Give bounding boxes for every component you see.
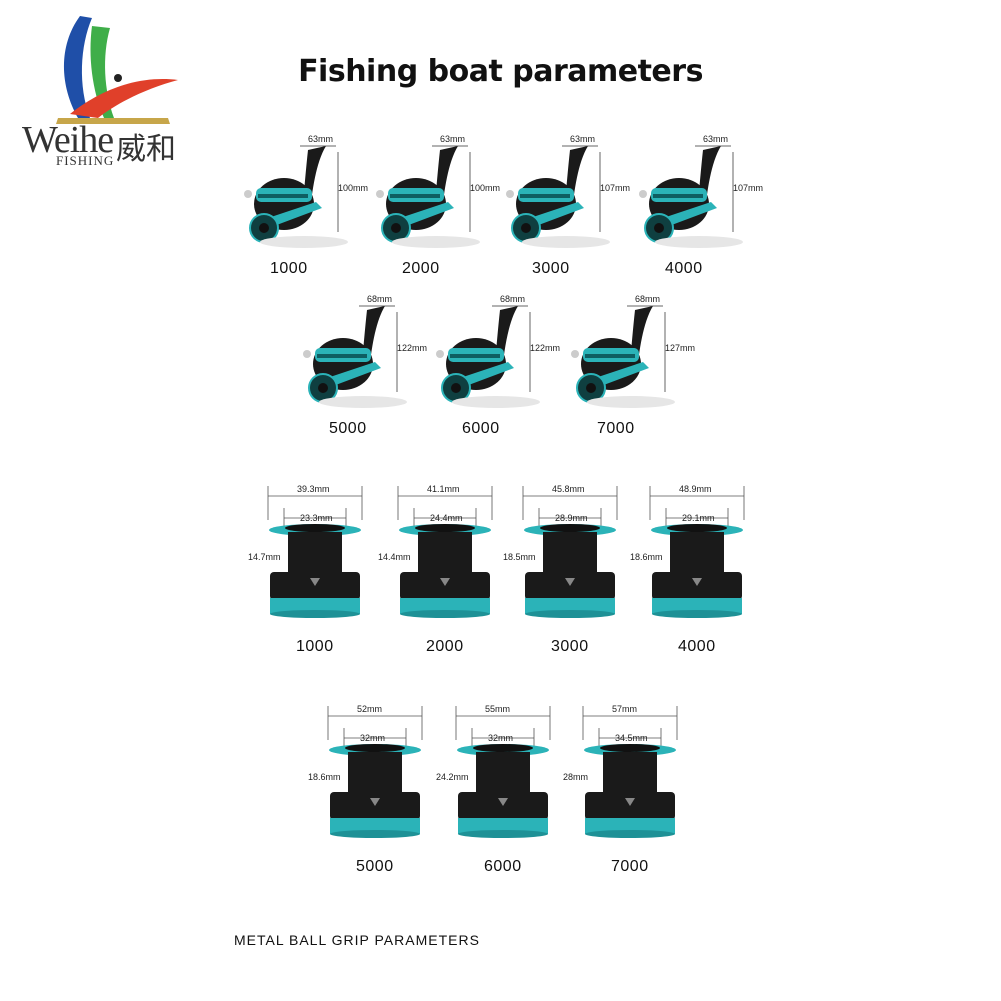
reel-width-label: 63mm [703,134,729,144]
spool-model-label: 7000 [611,858,649,875]
footer-caption: METAL BALL GRIP PARAMETERS [234,932,480,948]
spool-outer-diameter-label: 48.9mm [679,484,712,494]
brand-chinese: 威和 [116,132,176,167]
reel-width-label: 68mm [500,294,526,304]
reel-model-label: 2000 [402,260,440,277]
spool-image [632,480,762,620]
spool-image [310,700,440,840]
spool-model-label: 5000 [356,858,394,875]
spool-image [565,700,695,840]
reel-width-label: 63mm [308,134,334,144]
brand-name: Weihe [22,119,114,161]
spool-model-label: 6000 [484,858,522,875]
spool-inner-diameter-label: 23.3mm [300,513,333,523]
spool-inner-diameter-label: 32mm [488,733,514,743]
reel-model-label: 7000 [597,420,635,437]
reel-image [565,292,715,442]
reel-width-label: 68mm [367,294,393,304]
reel-model-label: 1000 [270,260,308,277]
reel-width-label: 63mm [570,134,596,144]
spool-image [505,480,635,620]
spool-depth-label: 18.6mm [308,772,341,782]
spool-outer-diameter-label: 57mm [612,704,638,714]
spool-inner-diameter-label: 24.4mm [430,513,463,523]
spool-outer-diameter-label: 45.8mm [552,484,585,494]
spool-outer-diameter-label: 52mm [357,704,383,714]
reel-model-label: 5000 [329,420,367,437]
reel-image [370,132,520,282]
spool-inner-diameter-label: 29.1mm [682,513,715,523]
spool-model-label: 4000 [678,638,716,655]
reel-image [297,292,447,442]
reel-height-label: 107mm [733,183,764,193]
spool-outer-diameter-label: 55mm [485,704,511,714]
reel-width-label: 68mm [635,294,661,304]
reel-width-label: 63mm [440,134,466,144]
spool-image [380,480,510,620]
spool-model-label: 3000 [551,638,589,655]
spool-image [250,480,380,620]
reel-height-label: 122mm [397,343,428,353]
reel-image [633,132,783,282]
spool-depth-label: 14.7mm [248,552,281,562]
reel-image [238,132,388,282]
reel-model-label: 6000 [462,420,500,437]
spool-depth-label: 18.5mm [503,552,536,562]
brand-sub: FISHING [56,153,115,168]
reel-image [430,292,580,442]
spool-model-label: 1000 [296,638,334,655]
brand-logo [18,6,208,176]
spool-outer-diameter-label: 39.3mm [297,484,330,494]
spool-inner-diameter-label: 28.9mm [555,513,588,523]
spool-inner-diameter-label: 32mm [360,733,386,743]
spool-inner-diameter-label: 34.5mm [615,733,648,743]
reel-model-label: 3000 [532,260,570,277]
spool-outer-diameter-label: 41.1mm [427,484,460,494]
reel-height-label: 127mm [665,343,696,353]
reel-height-label: 100mm [470,183,501,193]
spool-depth-label: 28mm [563,772,589,782]
spool-model-label: 2000 [426,638,464,655]
spool-depth-label: 14.4mm [378,552,411,562]
reel-model-label: 4000 [665,260,703,277]
spool-depth-label: 18.6mm [630,552,663,562]
reel-height-label: 122mm [530,343,561,353]
spool-depth-label: 24.2mm [436,772,469,782]
spool-image [438,700,568,840]
reel-height-label: 100mm [338,183,369,193]
reel-height-label: 107mm [600,183,631,193]
page-title: Fishing boat parameters [298,54,703,89]
reel-image [500,132,650,282]
